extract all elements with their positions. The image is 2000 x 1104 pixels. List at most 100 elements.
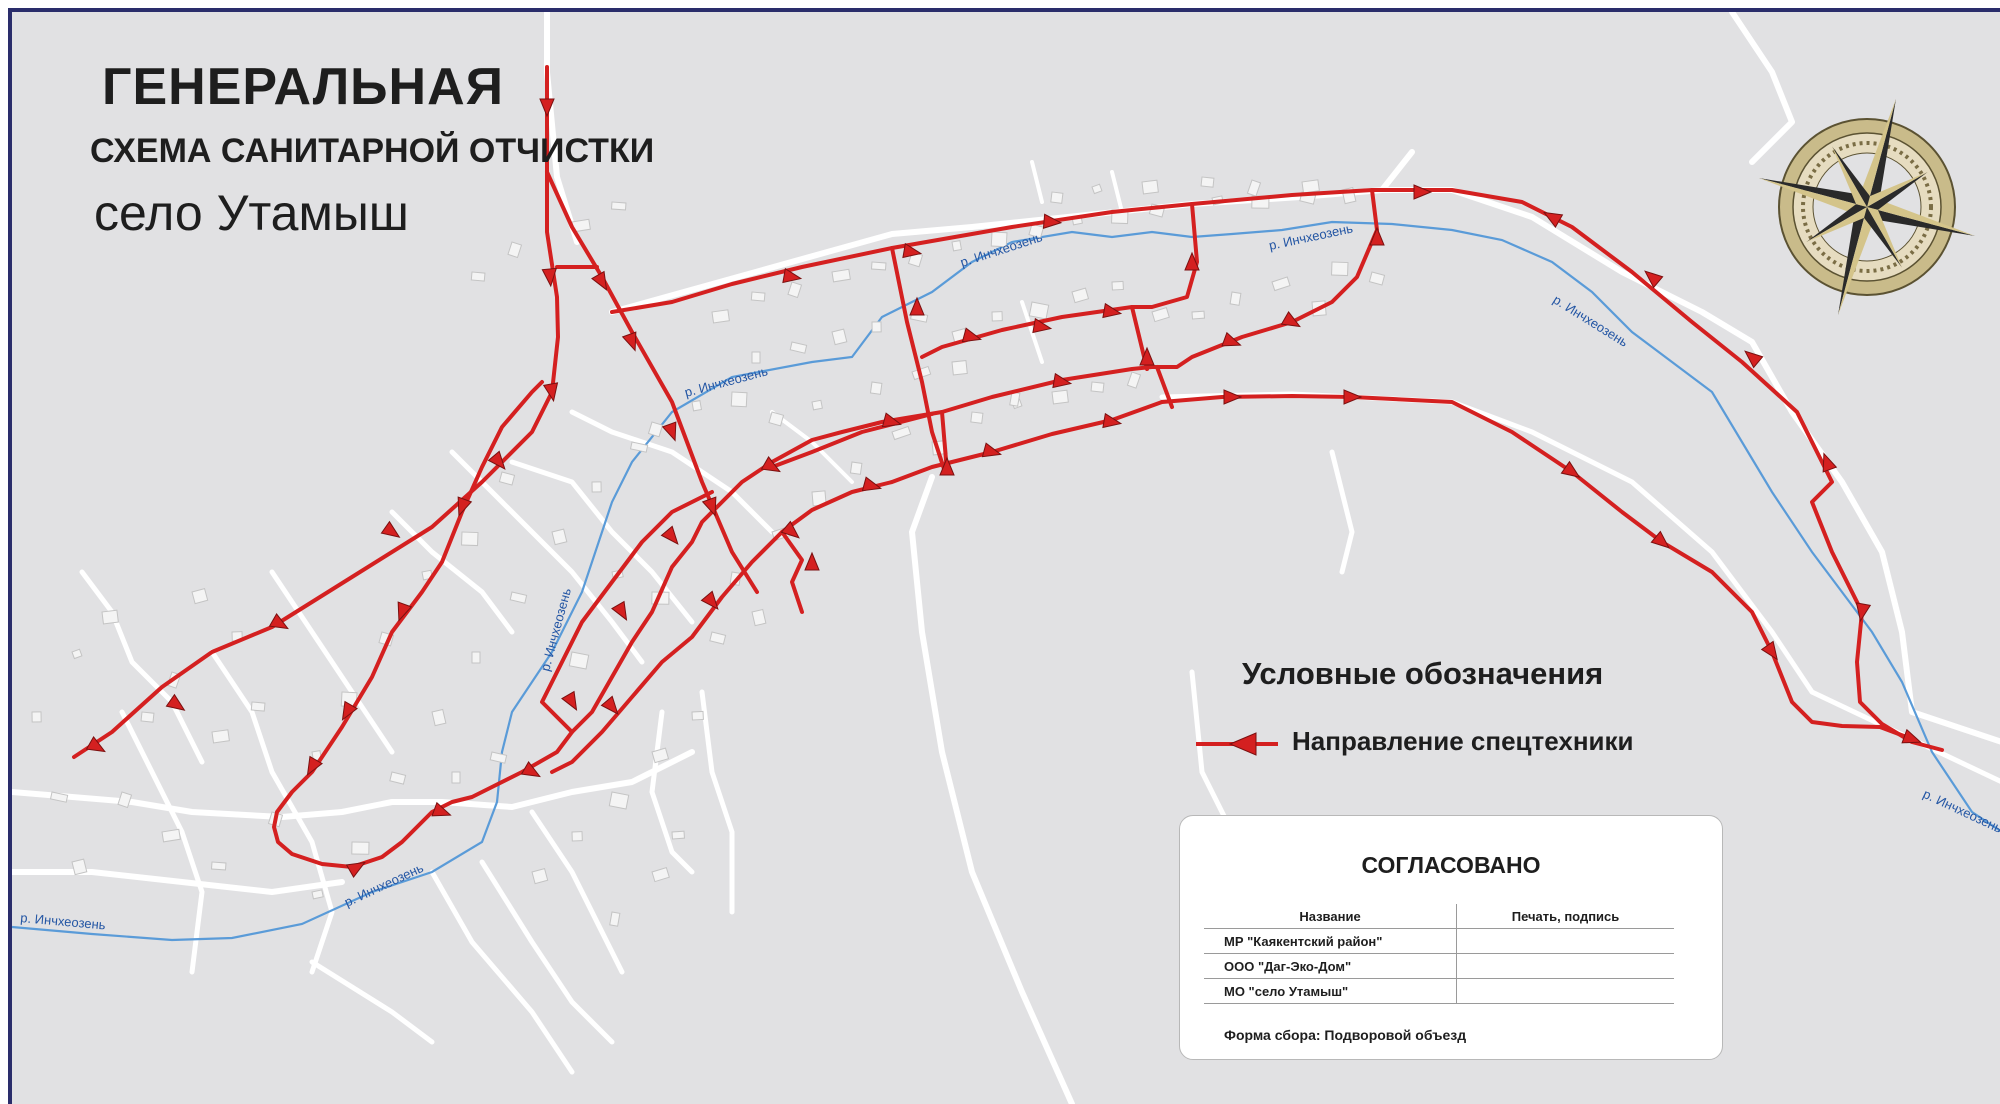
building-block bbox=[849, 461, 863, 475]
building-block bbox=[610, 201, 627, 211]
building-block bbox=[498, 471, 516, 486]
route-arrow-icon bbox=[397, 601, 413, 622]
road-network bbox=[12, 12, 2000, 1104]
legend-item-route: Направление спецтехники bbox=[1192, 724, 1692, 764]
building-block bbox=[1229, 291, 1242, 306]
building-block bbox=[101, 609, 119, 625]
route-arrow-icon bbox=[660, 525, 679, 545]
building-block bbox=[1246, 179, 1262, 197]
route-arrow-icon bbox=[909, 296, 925, 316]
building-block bbox=[709, 631, 727, 645]
org-name: МР "Каякентский район" bbox=[1204, 928, 1457, 954]
route-arrow-icon bbox=[700, 590, 719, 610]
route-arrow-icon bbox=[431, 801, 452, 817]
route-arrow-icon bbox=[345, 861, 366, 878]
building-block bbox=[951, 240, 963, 252]
building-block bbox=[730, 391, 748, 408]
river-inchkheozen bbox=[12, 220, 2000, 942]
building-block bbox=[461, 531, 479, 547]
building-block bbox=[647, 421, 664, 438]
building-block bbox=[161, 828, 181, 843]
building-block bbox=[871, 321, 882, 333]
river-label: р. Инчхеозень bbox=[20, 910, 107, 932]
route-arrow-icon bbox=[701, 496, 717, 517]
river-label: р. Инчхеозень bbox=[537, 586, 574, 673]
route-arrow-icon bbox=[1102, 412, 1123, 429]
building-block bbox=[191, 588, 209, 605]
building-block bbox=[470, 271, 486, 282]
building-block bbox=[651, 866, 670, 883]
building-block bbox=[571, 831, 583, 842]
building-block bbox=[970, 411, 984, 424]
route-arrow-icon bbox=[457, 496, 473, 517]
building-block bbox=[691, 710, 704, 721]
building-block bbox=[787, 281, 803, 299]
route-arrow-icon bbox=[1650, 530, 1670, 549]
building-block bbox=[1050, 191, 1064, 204]
building-block bbox=[451, 771, 461, 784]
building-block bbox=[1051, 389, 1069, 405]
table-header: Печать, подпись bbox=[1456, 904, 1674, 929]
building-block bbox=[489, 751, 508, 764]
table-row: ООО "Даг-Эко-Дом" bbox=[1204, 953, 1674, 979]
route-arrow-icon bbox=[600, 695, 619, 715]
building-block bbox=[431, 708, 447, 727]
route-arrow-icon bbox=[1102, 302, 1123, 319]
building-block bbox=[751, 351, 761, 364]
route-arrow-icon bbox=[782, 267, 803, 284]
route-arrow-icon bbox=[1822, 452, 1838, 473]
building-block bbox=[1191, 310, 1205, 320]
route-arrow-icon bbox=[961, 327, 982, 343]
building-block bbox=[551, 528, 568, 546]
building-block bbox=[140, 711, 155, 723]
route-arrow-icon bbox=[1413, 184, 1433, 200]
building-block bbox=[117, 791, 133, 809]
route-arrow-icon bbox=[85, 736, 106, 753]
village-map[interactable]: р. Инчхеозень р. Инчхеозень р. Инчхеозен… bbox=[12, 12, 2000, 1104]
stamp-cell bbox=[1456, 978, 1674, 1004]
building-block bbox=[951, 359, 968, 376]
route-arrow-icon bbox=[1901, 728, 1922, 744]
building-block bbox=[531, 868, 549, 885]
route-arrow-icon bbox=[1139, 346, 1155, 366]
org-name: МО "село Утамыш" bbox=[1204, 978, 1457, 1004]
buildings bbox=[31, 176, 1386, 927]
building-block bbox=[651, 747, 670, 764]
route-arrow-icon bbox=[1855, 602, 1872, 623]
route-arrow-icon bbox=[804, 551, 820, 571]
org-name: ООО "Даг-Эко-Дом" bbox=[1204, 953, 1457, 979]
route-arrow-icon bbox=[1560, 460, 1581, 478]
building-block bbox=[751, 608, 767, 627]
river-label: р. Инчхеозень bbox=[683, 363, 770, 400]
route-direction-arrows bbox=[85, 98, 1922, 878]
building-block bbox=[869, 381, 883, 395]
route-arrow-icon bbox=[542, 382, 559, 403]
route-arrow-icon bbox=[165, 693, 186, 711]
building-block bbox=[389, 771, 407, 785]
building-block bbox=[1126, 371, 1142, 389]
building-block bbox=[711, 309, 730, 324]
route-arrow-icon bbox=[561, 690, 578, 711]
building-block bbox=[1151, 306, 1170, 323]
route-arrow-icon bbox=[1644, 270, 1664, 289]
building-block bbox=[691, 400, 703, 412]
route-arrow-icon bbox=[939, 456, 955, 476]
building-block bbox=[609, 911, 621, 927]
building-block bbox=[71, 858, 88, 876]
building-block bbox=[211, 729, 230, 744]
building-block bbox=[671, 830, 685, 840]
legend-item-label: Направление спецтехники bbox=[1292, 726, 1634, 756]
route-arrow-icon bbox=[661, 421, 677, 442]
building-block bbox=[750, 291, 766, 302]
route-arrow-icon bbox=[541, 267, 557, 288]
route-arrow-icon bbox=[1184, 251, 1200, 271]
building-block bbox=[1331, 261, 1349, 277]
approval-table: Название Печать, подпись МР "Каякентский… bbox=[1204, 904, 1674, 1004]
building-block bbox=[629, 441, 649, 453]
building-block bbox=[31, 711, 42, 723]
building-block bbox=[1200, 176, 1215, 188]
building-block bbox=[471, 651, 481, 664]
route-arrow-icon bbox=[902, 242, 923, 259]
stamp-cell bbox=[1456, 953, 1674, 979]
building-block bbox=[1368, 271, 1386, 286]
